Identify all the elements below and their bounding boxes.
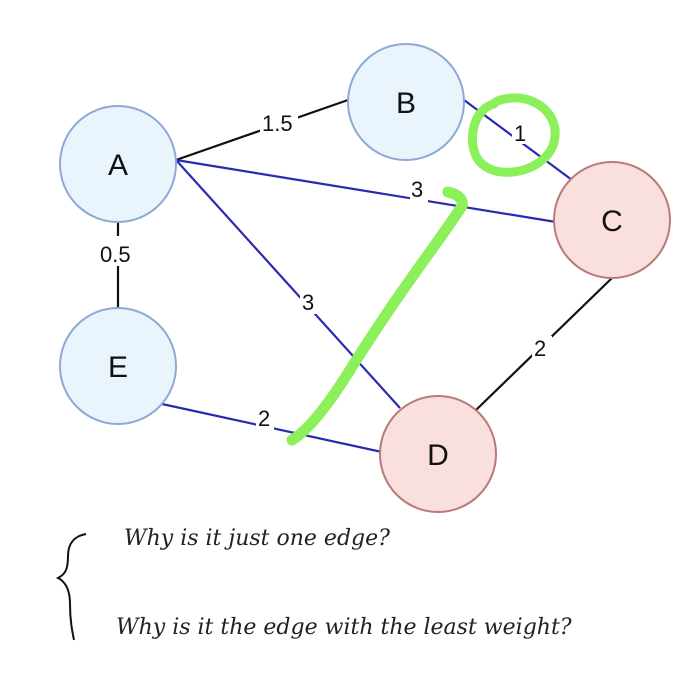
question-two: Why is it the edge with the least weight… <box>116 615 572 640</box>
weight-label-a-c: 3 <box>411 177 423 202</box>
node-a <box>59 105 177 223</box>
nodes: A B C D E <box>59 43 671 513</box>
node-d-label: D <box>427 439 449 472</box>
node-a-label: A <box>108 149 128 182</box>
node-c <box>553 161 671 279</box>
node-c-label: C <box>601 205 623 238</box>
weight-label-c-d: 2 <box>534 336 546 361</box>
notes: Why is it just one edge? Why is it the e… <box>55 526 572 641</box>
edges <box>116 98 613 454</box>
curly-brace-mark <box>55 533 87 641</box>
weight-label-a-b: 1.5 <box>262 111 293 136</box>
node-b <box>347 43 465 161</box>
weight-label-b-c: 1 <box>514 121 526 146</box>
weight-label-e-d: 2 <box>258 406 270 431</box>
edge-labels: 1.5 1 3 3 0.5 2 2 <box>98 111 552 431</box>
edge-a-d <box>175 159 401 409</box>
node-d <box>379 395 497 513</box>
highlight-slash-mark <box>286 186 468 446</box>
weight-label-a-e: 0.5 <box>100 242 131 267</box>
node-b-label: B <box>396 87 416 120</box>
node-e <box>59 307 177 425</box>
highlight-marks <box>286 93 560 446</box>
node-e-label: E <box>108 351 128 384</box>
weight-label-a-d: 3 <box>302 290 314 315</box>
edge-a-c <box>175 158 557 224</box>
question-one: Why is it just one edge? <box>124 526 390 551</box>
highlight-circle-mark <box>467 93 560 177</box>
